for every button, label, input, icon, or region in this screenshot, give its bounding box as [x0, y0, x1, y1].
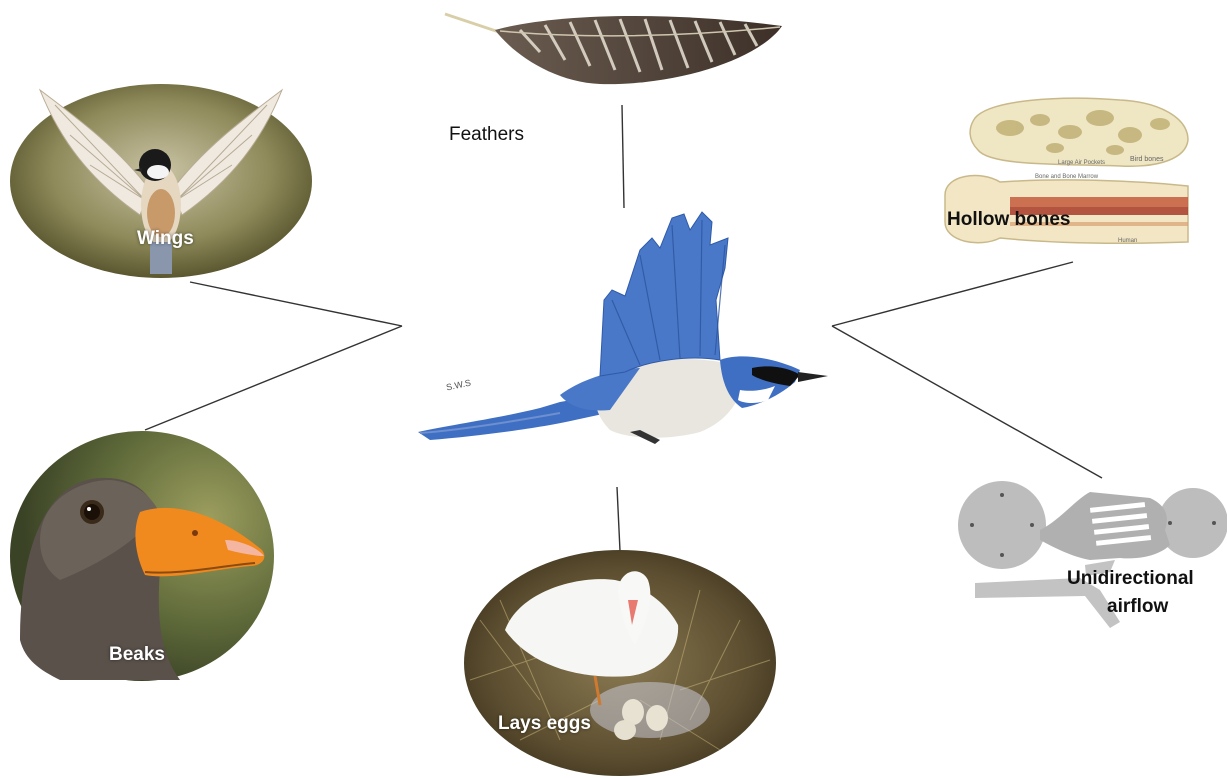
bone-text-air-pockets: Large Air Pockets [1058, 160, 1105, 166]
label-feathers: Feathers [449, 124, 524, 146]
connector-bones [832, 262, 1073, 326]
connector-airflow [832, 326, 1102, 478]
bone-text-bird-bones: Bird bones [1130, 156, 1163, 163]
bone-text-marrow: Bone and Bone Marrow [1035, 174, 1098, 180]
label-lays-eggs: Lays eggs [498, 713, 591, 735]
label-wings: Wings [137, 228, 194, 250]
connector-feathers [622, 105, 624, 208]
scrub-jay-illustration [418, 212, 828, 444]
bone-text-human: Human [1118, 238, 1137, 244]
connector-wings [190, 282, 402, 326]
label-airflow: airflow [1107, 596, 1168, 618]
airflow-diagram [958, 481, 1227, 628]
eggs-photo [464, 550, 776, 776]
connector-eggs [617, 487, 620, 551]
label-hollow-bones: Hollow bones [947, 209, 1071, 231]
label-beaks: Beaks [109, 644, 165, 666]
feather-image [445, 14, 782, 84]
label-unidirectional: Unidirectional [1067, 568, 1194, 590]
connector-beaks [145, 326, 402, 430]
